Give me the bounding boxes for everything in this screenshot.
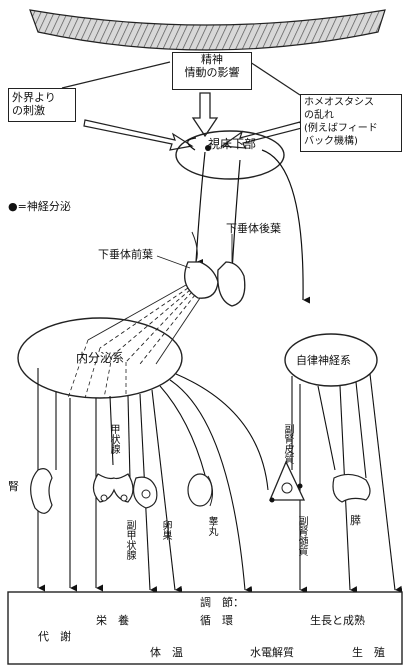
kidney-label: 腎 (8, 480, 19, 493)
pancreas-label: 膵 (350, 514, 361, 527)
endocrine-internal-dashes (68, 340, 126, 398)
ovary-label: 卵巣 (160, 520, 171, 540)
external-box: 外界より の刺激 (8, 88, 76, 122)
parathyroid-shape-2 (121, 495, 127, 501)
neurosecretion-legend: ●=神経分泌 (8, 200, 71, 213)
kidney-shape (31, 469, 52, 514)
adrenal-dot-1 (270, 498, 275, 503)
posterior-pituitary-shape (218, 262, 245, 306)
regulation-heading: 調 節： (200, 596, 244, 609)
external-label-1: 外界より (9, 89, 75, 104)
endocrine-label: 内分泌系 (76, 352, 124, 365)
external-arrow (84, 120, 192, 150)
regulation-growth: 生長と成熟 (310, 614, 365, 627)
autonomic-label: 自律神経系 (296, 354, 351, 367)
external-label-2: の刺激 (9, 104, 75, 117)
cortex-band (30, 10, 385, 50)
regulation-circulation: 循 環 (200, 614, 233, 627)
homeostasis-label-1: ホメオスタシス (301, 95, 401, 109)
adrenal-medulla-shape (282, 483, 292, 493)
ovary-shape (134, 477, 157, 508)
testis-shape (188, 474, 212, 506)
homeostasis-label-3: (例えばフィード (301, 122, 401, 135)
neurosecretion-curl (188, 138, 196, 150)
pancreas-shape (333, 474, 370, 502)
neurosecretion-path-2 (232, 160, 240, 272)
hypothalamus-label: 視床下部 (208, 138, 256, 151)
homeostasis-box: ホメオスタシス の乱れ (例えばフィード バック機構) (300, 94, 402, 152)
adrenal-cortex-label: 副腎皮質 (282, 424, 293, 464)
homeostasis-label-2: の乱れ (301, 109, 401, 122)
endocrine-output-arrows (38, 368, 268, 590)
posterior-pituitary-label: 下垂体後葉 (226, 222, 281, 235)
anterior-pituitary-label: 下垂体前葉 (98, 248, 153, 261)
cortex-label-1: 精神 (173, 53, 251, 66)
anterior-pointer (157, 256, 190, 268)
regulation-nutrition: 栄 養 (96, 614, 129, 627)
regulation-water-electrolyte: 水電解質 (250, 646, 294, 659)
adrenal-dot-2 (298, 484, 303, 489)
thyroid-label: 甲状腺 (108, 424, 119, 454)
regulation-metabolism: 代 謝 (38, 630, 71, 643)
adrenal-medulla-label: 副腎髄質 (296, 516, 307, 556)
cortex-label-2: 情動の影響 (173, 66, 251, 79)
cortex-arrow (193, 93, 217, 136)
neurosecretion-path-1 (196, 152, 205, 262)
adrenal-shape (270, 462, 304, 500)
regulation-body-temp: 体 温 (150, 646, 183, 659)
parathyroid-shape (101, 495, 107, 501)
testis-label: 睾丸 (206, 516, 217, 536)
homeostasis-label-4: バック機構) (301, 135, 401, 148)
cortex-box: 精神 情動の影響 (172, 52, 252, 90)
parathyroid-label: 副甲状腺 (124, 520, 135, 560)
cortex-to-external-line (62, 62, 170, 88)
cortex-to-homeostasis-line (250, 62, 300, 95)
regulation-reproduction: 生 殖 (352, 646, 385, 659)
